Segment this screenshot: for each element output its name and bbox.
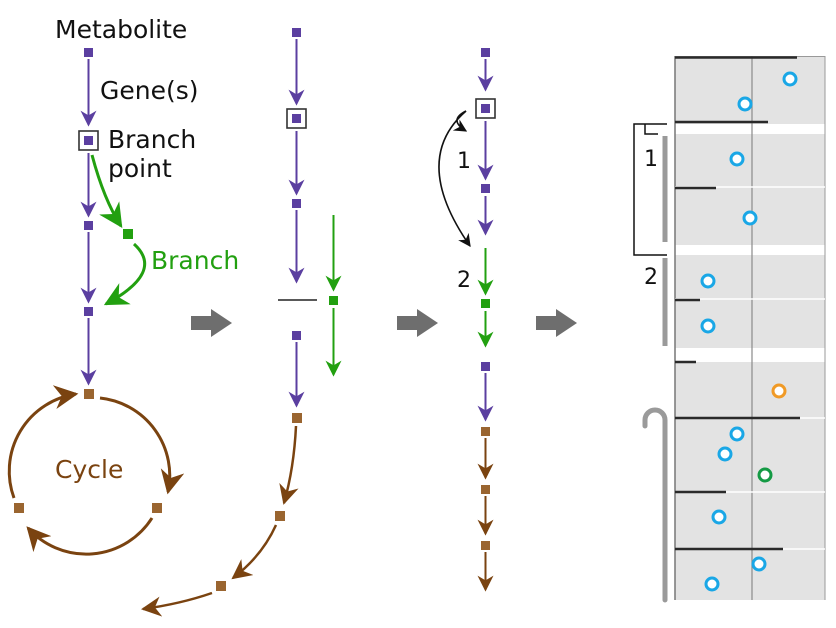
- branch-point-node: [84, 136, 93, 145]
- cycle-arc: [26, 517, 154, 556]
- branch-return-arrow: [103, 242, 146, 306]
- circle-marker: [751, 556, 767, 572]
- circle-marker: [704, 576, 720, 592]
- branch-point-node-frame: [78, 130, 99, 151]
- bracket-1-tick: [644, 124, 658, 135]
- branch-point-label-line1: Branch: [108, 125, 196, 154]
- bracket-1-label: 1: [644, 147, 658, 172]
- metabolite-node: [481, 184, 490, 193]
- branch-node: [481, 299, 490, 308]
- branch-point-label-line2: point: [108, 154, 172, 183]
- branch-node: [329, 296, 338, 305]
- metabolite-node: [292, 28, 301, 37]
- reorder-arrow-1: [452, 110, 468, 132]
- transition-arrow-icon: [191, 309, 232, 337]
- panel-linear-pathway: 1 2: [438, 48, 496, 592]
- cycle-arc: [99, 396, 185, 495]
- cycle-node: [275, 511, 285, 521]
- cycle-label: Cycle: [55, 455, 123, 484]
- panel-original-pathway: Metabolite Gene(s) Branch point Branch C…: [7, 15, 239, 556]
- branch-label: Branch: [151, 246, 239, 275]
- circle-marker: [711, 509, 727, 525]
- metabolite-node: [292, 199, 301, 208]
- transition-arrow-icon: [536, 309, 577, 337]
- bracket-1: [633, 123, 667, 256]
- track-gap: [675, 124, 825, 134]
- circle-marker: [742, 210, 758, 226]
- cycle-node: [14, 503, 24, 513]
- cycle-node: [292, 413, 302, 423]
- panel-track-view: 1 2: [633, 56, 826, 603]
- metabolite-node: [84, 307, 93, 316]
- circle-marker: [737, 96, 753, 112]
- track-gap: [675, 245, 825, 255]
- step-1-label: 1: [457, 149, 471, 174]
- cycle-node: [152, 503, 162, 513]
- metabolite-node: [84, 48, 93, 57]
- circle-marker: [771, 383, 787, 399]
- branch-point-node: [481, 104, 490, 113]
- cycle-arc: [141, 591, 213, 617]
- circle-marker: [700, 318, 716, 334]
- cycle-node: [481, 541, 490, 550]
- branch-point-node-frame: [475, 98, 496, 119]
- circle-marker: [729, 151, 745, 167]
- transition-arrow-icon: [397, 309, 438, 337]
- cycle-arc: [7, 385, 79, 499]
- step-2-label: 2: [457, 268, 471, 293]
- metabolite-node: [84, 221, 93, 230]
- cycle-arc: [231, 524, 278, 580]
- metabolite-node: [481, 362, 490, 371]
- cycle-node: [216, 581, 226, 591]
- cycle-arc: [279, 425, 299, 505]
- circle-marker: [782, 71, 798, 87]
- branch-out-arrow: [90, 154, 123, 229]
- track-background: [675, 56, 825, 600]
- circle-marker: [729, 426, 745, 442]
- branch-point-node-frame: [286, 108, 307, 129]
- circle-marker: [717, 446, 733, 462]
- grey-hook-bar: [642, 407, 668, 603]
- cycle-node: [481, 485, 490, 494]
- reorder-arrow-2: [438, 110, 471, 248]
- panel-linearized-branch: [141, 28, 342, 617]
- circle-marker: [757, 467, 773, 483]
- metabolite-label: Metabolite: [55, 15, 187, 44]
- metabolite-node: [292, 331, 301, 340]
- genes-label: Gene(s): [100, 76, 199, 105]
- circle-marker: [700, 273, 716, 289]
- branch-point-node: [292, 114, 301, 123]
- bracket-2-label: 2: [644, 265, 658, 290]
- track-gap: [675, 348, 825, 362]
- cycle-node: [84, 389, 94, 399]
- cycle-node: [481, 427, 490, 436]
- branch-node: [123, 229, 133, 239]
- metabolite-node: [481, 48, 490, 57]
